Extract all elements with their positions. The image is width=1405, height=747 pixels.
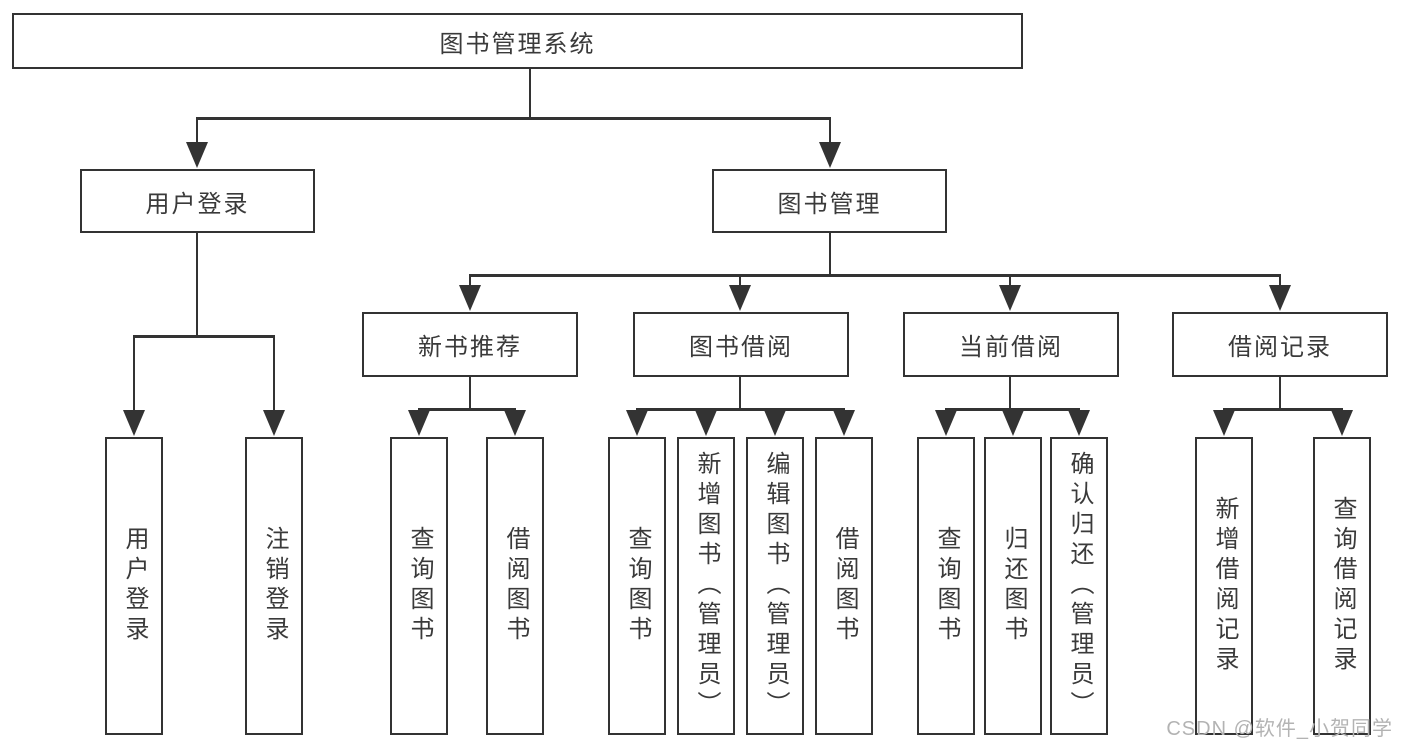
leaf-recommend-borrow-book: 借阅图书 <box>486 437 544 735</box>
arrow-down-icon <box>408 410 430 436</box>
leaf-add-book-admin: 新增图书（管理员） <box>677 437 735 735</box>
node-borrow-record-label: 借阅记录 <box>1228 334 1332 361</box>
leaf-label: 确认归还（管理员） <box>1066 451 1093 721</box>
arrow-down-icon <box>1068 410 1090 436</box>
node-book-borrow: 图书借阅 <box>633 312 849 377</box>
leaf-label: 新增图书（管理员） <box>693 451 720 721</box>
arrow-down-icon <box>695 410 717 436</box>
arrow-stem <box>132 335 136 413</box>
connector-line <box>195 233 199 338</box>
leaf-label: 借阅图书 <box>502 526 529 646</box>
connector-line <box>195 117 832 120</box>
leaf-borrow-query-book: 查询图书 <box>608 437 666 735</box>
node-book-manage-label: 图书管理 <box>777 190 882 218</box>
connector-line <box>528 69 532 119</box>
leaf-label: 用户登录 <box>121 526 148 646</box>
leaf-label: 查询图书 <box>933 526 960 646</box>
arrow-down-icon <box>263 410 285 436</box>
arrow-down-icon <box>729 285 751 311</box>
leaf-edit-book-admin: 编辑图书（管理员） <box>746 437 804 735</box>
node-new-book-recommend: 新书推荐 <box>362 312 578 377</box>
arrow-down-icon <box>504 410 526 436</box>
connector-line <box>468 274 1282 277</box>
leaf-label: 借阅图书 <box>831 526 858 646</box>
arrow-down-icon <box>1331 410 1353 436</box>
node-new-book-recommend-label: 新书推荐 <box>418 334 522 361</box>
leaf-add-borrow-record: 新增借阅记录 <box>1195 437 1253 735</box>
arrow-stem <box>272 335 276 413</box>
connector-line <box>1222 408 1344 411</box>
leaf-return-book: 归还图书 <box>984 437 1042 735</box>
arrow-down-icon <box>1002 410 1024 436</box>
node-root: 图书管理系统 <box>12 13 1023 69</box>
arrow-stem <box>738 274 742 288</box>
node-current-borrow-label: 当前借阅 <box>959 334 1063 361</box>
node-user-login: 用户登录 <box>80 169 315 233</box>
arrow-down-icon <box>999 285 1021 311</box>
arrow-down-icon <box>186 142 208 168</box>
arrow-stem <box>1008 274 1012 288</box>
connector-line <box>1008 377 1012 411</box>
leaf-label: 查询图书 <box>406 526 433 646</box>
leaf-label: 编辑图书（管理员） <box>762 451 789 721</box>
connector-line <box>417 408 517 411</box>
arrow-stem <box>468 274 472 288</box>
arrow-down-icon <box>819 142 841 168</box>
arrow-down-icon <box>626 410 648 436</box>
node-book-manage: 图书管理 <box>712 169 947 233</box>
leaf-recommend-query-book: 查询图书 <box>390 437 448 735</box>
leaf-label: 注销登录 <box>261 526 288 646</box>
arrow-down-icon <box>833 410 855 436</box>
node-user-login-label: 用户登录 <box>145 190 250 218</box>
node-current-borrow: 当前借阅 <box>903 312 1119 377</box>
connector-line <box>828 233 832 277</box>
node-root-label: 图书管理系统 <box>439 30 596 58</box>
arrow-down-icon <box>935 410 957 436</box>
arrow-stem <box>1278 274 1282 288</box>
node-book-borrow-label: 图书借阅 <box>689 334 793 361</box>
arrow-down-icon <box>1213 410 1235 436</box>
arrow-down-icon <box>459 285 481 311</box>
leaf-query-borrow-record: 查询借阅记录 <box>1313 437 1371 735</box>
connector-line <box>1278 377 1282 411</box>
arrow-stem <box>195 117 199 145</box>
leaf-label: 归还图书 <box>1000 526 1027 646</box>
leaf-label: 查询借阅记录 <box>1329 496 1356 676</box>
connector-line <box>468 377 472 411</box>
arrow-down-icon <box>123 410 145 436</box>
arrow-stem <box>828 117 832 145</box>
connector-line <box>132 335 276 338</box>
leaf-borrow-book: 借阅图书 <box>815 437 873 735</box>
arrow-down-icon <box>1269 285 1291 311</box>
watermark-text: CSDN @软件_小贺同学 <box>1166 718 1393 740</box>
leaf-confirm-return-admin: 确认归还（管理员） <box>1050 437 1108 735</box>
leaf-user-login: 用户登录 <box>105 437 163 735</box>
leaf-label: 查询图书 <box>624 526 651 646</box>
connector-line <box>738 377 742 411</box>
connector-line <box>635 408 846 411</box>
node-borrow-record: 借阅记录 <box>1172 312 1388 377</box>
leaf-current-query-book: 查询图书 <box>917 437 975 735</box>
arrow-down-icon <box>764 410 786 436</box>
leaf-logout: 注销登录 <box>245 437 303 735</box>
leaf-label: 新增借阅记录 <box>1211 496 1238 676</box>
